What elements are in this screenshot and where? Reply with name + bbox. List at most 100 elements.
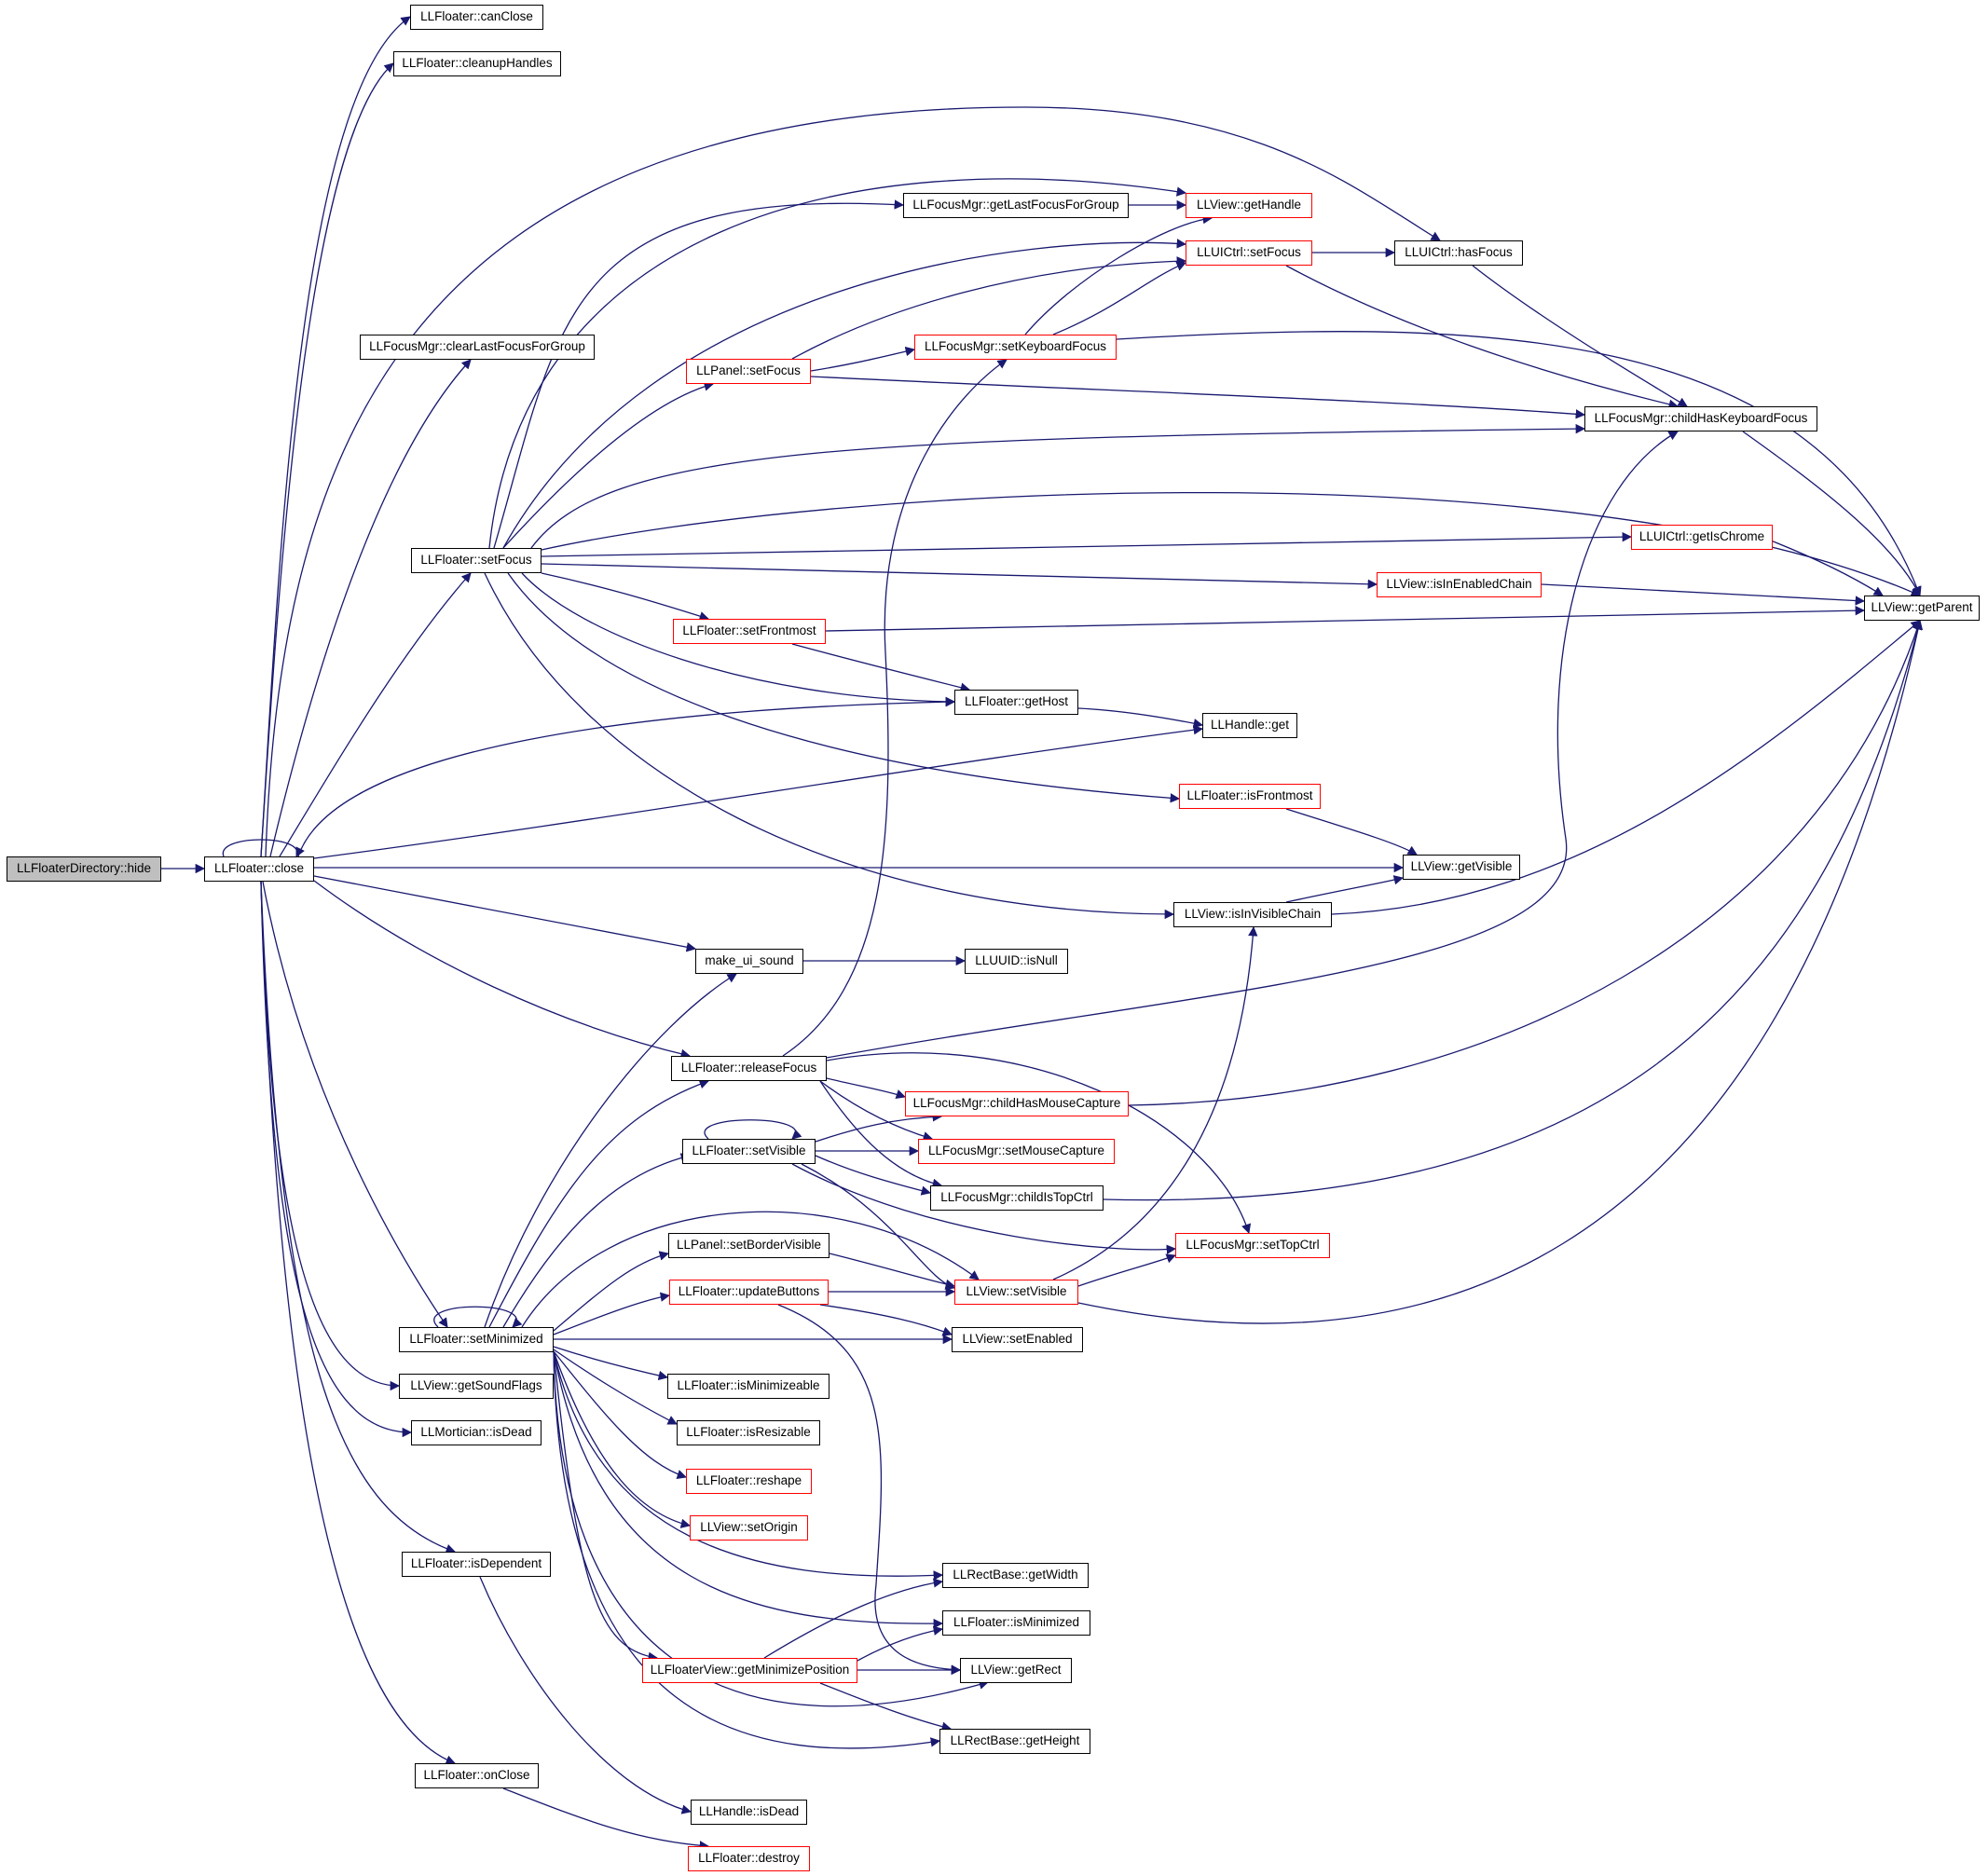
node-llfocusmgr-getlastfocusforgroup[interactable]: LLFocusMgr::getLastFocusForGroup [903, 193, 1129, 218]
node-llfloater-isfrontmost[interactable]: LLFloater::isFrontmost [1179, 784, 1321, 809]
node-llfocusmgr-childhaskeyboardfocus[interactable]: LLFocusMgr::childHasKeyboardFocus [1584, 406, 1817, 431]
edge-close-canclose [260, 16, 411, 857]
node-llview-isinvisiblechain[interactable]: LLView::isInVisibleChain [1173, 902, 1332, 927]
edge-getminpos-getwidth [763, 1578, 944, 1659]
node-llfloater-isresizable[interactable]: LLFloater::isResizable [677, 1420, 820, 1445]
edge-close-close-self [222, 839, 305, 857]
node-llfloater-isminimizeable[interactable]: LLFloater::isMinimizeable [667, 1374, 829, 1399]
node-llfloater-cleanuphandles[interactable]: LLFloater::cleanupHandles [393, 51, 561, 76]
node-llview-gethandle[interactable]: LLView::getHandle [1186, 193, 1312, 218]
node-llfloater-reshape[interactable]: LLFloater::reshape [686, 1469, 812, 1494]
edge-releasefocus-childistopctrl [819, 1080, 943, 1188]
edge-close-setminimized [262, 881, 448, 1328]
edge-isfrontmost-getvisible [1285, 808, 1418, 856]
edge-setfocus-isfrontmost [507, 572, 1181, 803]
edge-close-makeuisound [313, 875, 697, 952]
node-llview-setvisible[interactable]: LLView::setVisible [954, 1280, 1078, 1305]
node-llfloater-canclose[interactable]: LLFloater::canClose [410, 5, 543, 30]
edge-hasfocus-childhaskeyboardfocus [1472, 265, 1688, 407]
node-llview-setorigin[interactable]: LLView::setOrigin [690, 1515, 808, 1541]
node-llmortician-isdead[interactable]: LLMortician::isDead [411, 1420, 542, 1445]
node-llfloater-releasefocus[interactable]: LLFloater::releaseFocus [671, 1056, 827, 1081]
edge-setfrontmost-getparent [825, 605, 1866, 632]
edge-getminpos-isminimized [857, 1625, 944, 1662]
node-llfloater-setfrontmost[interactable]: LLFloater::setFrontmost [673, 619, 826, 644]
edge-setminimized-setminimized-self [433, 1306, 523, 1328]
edge-setminimized-setorigin [553, 1350, 692, 1528]
edge-setminimized-makeuisound [484, 973, 737, 1328]
edge-releasefocus-childhaskeyboardfocus [826, 431, 1679, 1059]
node-llfloaterdirectory-hide: LLFloaterDirectory::hide [7, 856, 161, 882]
node-llview-setenabled[interactable]: LLView::setEnabled [952, 1327, 1083, 1352]
node-make-ui-sound[interactable]: make_ui_sound [695, 949, 803, 974]
edge-setborder-viewsetvisible [829, 1253, 956, 1289]
edge-releasefocus-settopctrl [826, 1052, 1252, 1234]
edge-setminimized-viewsetvisible [521, 1211, 980, 1328]
node-llfloater-gethost[interactable]: LLFloater::getHost [954, 690, 1078, 715]
node-llpanel-setbordervisible[interactable]: LLPanel::setBorderVisible [668, 1233, 829, 1258]
edge-childhasmousecapture-getparent [1128, 620, 1923, 1106]
node-lluictrl-setfocus[interactable]: LLUICtrl::setFocus [1186, 240, 1312, 266]
edge-setminimized-reshape [553, 1350, 687, 1480]
edge-onclose-destroy [502, 1787, 710, 1851]
node-llfloater-setfocus[interactable]: LLFloater::setFocus [411, 548, 542, 573]
edge-panelsetfocus-uictrlsetfocus [791, 256, 1187, 360]
edge-close-hasfocus [265, 106, 1441, 857]
node-llfocusmgr-childhasmousecapture[interactable]: LLFocusMgr::childHasMouseCapture [905, 1091, 1129, 1116]
edge-setminimized-getminimizeposition [553, 1350, 659, 1662]
edge-setfocus-uictrlsetfocus [502, 239, 1187, 549]
node-llpanel-setfocus[interactable]: LLPanel::setFocus [686, 359, 811, 384]
edge-setminimized-floatersetvisible [502, 1153, 692, 1328]
node-llfloater-onclose[interactable]: LLFloater::onClose [415, 1763, 539, 1788]
node-llrectbase-getheight[interactable]: LLRectBase::getHeight [939, 1729, 1090, 1754]
edge-close-clearlastfocus [269, 359, 472, 857]
node-llrectbase-getwidth[interactable]: LLRectBase::getWidth [942, 1563, 1089, 1588]
edge-setfocus-setfrontmost [541, 572, 709, 622]
edge-viewsetvisible-settopctrl [1077, 1253, 1176, 1287]
edge-setminimized-isminimized [553, 1350, 944, 1629]
edge-setminimized-updatebuttons [553, 1292, 671, 1335]
edge-releasefocus-setmousecapture [819, 1080, 933, 1142]
node-llview-getparent[interactable]: LLView::getParent [1864, 596, 1980, 621]
node-llfocusmgr-childistopctrl[interactable]: LLFocusMgr::childIsTopCtrl [930, 1185, 1104, 1211]
node-llfloater-isdependent[interactable]: LLFloater::isDependent [402, 1552, 551, 1577]
edge-releasefocus-childhasmousecapture [826, 1077, 906, 1099]
edge-gethost-handleget [1077, 707, 1204, 729]
node-lluuid-isnull[interactable]: LLUUID::isNull [965, 949, 1068, 974]
edge-setminimized-isresizable [553, 1349, 678, 1425]
node-llfloater-setminimized[interactable]: LLFloater::setMinimized [399, 1327, 554, 1352]
edge-releasefocus-setkeyboardfocus [782, 359, 1008, 1057]
edge-setfocus-isinvisiblechain [484, 572, 1175, 920]
edge-childhaskeyboardfocus-getparent [1742, 431, 1921, 596]
node-llfloater-updatebuttons[interactable]: LLFloater::updateButtons [669, 1280, 829, 1305]
node-llview-isinenabledchain[interactable]: LLView::isInEnabledChain [1377, 572, 1542, 597]
node-llview-getsoundflags[interactable]: LLView::getSoundFlags [399, 1374, 554, 1399]
node-llfloater-setvisible[interactable]: LLFloater::setVisible [682, 1139, 816, 1164]
node-lluictrl-hasfocus[interactable]: LLUICtrl::hasFocus [1394, 240, 1523, 266]
node-lluictrl-getischrome[interactable]: LLUICtrl::getIsChrome [1631, 525, 1773, 550]
node-llfocusmgr-settopctrl[interactable]: LLFocusMgr::setTopCtrl [1175, 1233, 1330, 1258]
node-llfloaterview-getminimizeposition[interactable]: LLFloaterView::getMinimizePosition [642, 1658, 857, 1683]
node-llfocusmgr-setkeyboardfocus[interactable]: LLFocusMgr::setKeyboardFocus [914, 335, 1117, 360]
edge-setminimized-releasefocus [488, 1079, 709, 1328]
node-llhandle-get[interactable]: LLHandle::get [1202, 713, 1297, 738]
node-llfloater-close[interactable]: LLFloater::close [204, 856, 314, 882]
edge-setfocus-isinenabledchain [541, 563, 1378, 589]
node-llhandle-isdead[interactable]: LLHandle::isDead [691, 1800, 807, 1825]
node-llfocusmgr-setmousecapture[interactable]: LLFocusMgr::setMouseCapture [918, 1139, 1115, 1164]
edge-setfocus-childhaskeyboardfocus [530, 423, 1586, 549]
edge-floatersetvisible-floatersetvisible-self [704, 1119, 802, 1140]
edge-close-onclose [260, 881, 456, 1765]
node-llfocusmgr-clearlastfocusforgroup[interactable]: LLFocusMgr::clearLastFocusForGroup [360, 335, 595, 360]
edge-floatersetvisible-childistopctrl [815, 1155, 932, 1196]
edge-uictrlsetfocus-childhaskeyboardfocus [1285, 265, 1680, 409]
node-llfloater-destroy[interactable]: LLFloater::destroy [688, 1846, 810, 1871]
node-llview-getvisible[interactable]: LLView::getVisible [1403, 855, 1520, 880]
node-llview-getrect[interactable]: LLView::getRect [960, 1658, 1072, 1683]
edge-panelsetfocus-setkeyboardfocus [810, 346, 916, 372]
edge-isinvisiblechain-getvisible [1285, 875, 1405, 903]
edge-setminimized-setborder [553, 1251, 670, 1332]
node-llfloater-isminimized[interactable]: LLFloater::isMinimized [942, 1610, 1090, 1636]
